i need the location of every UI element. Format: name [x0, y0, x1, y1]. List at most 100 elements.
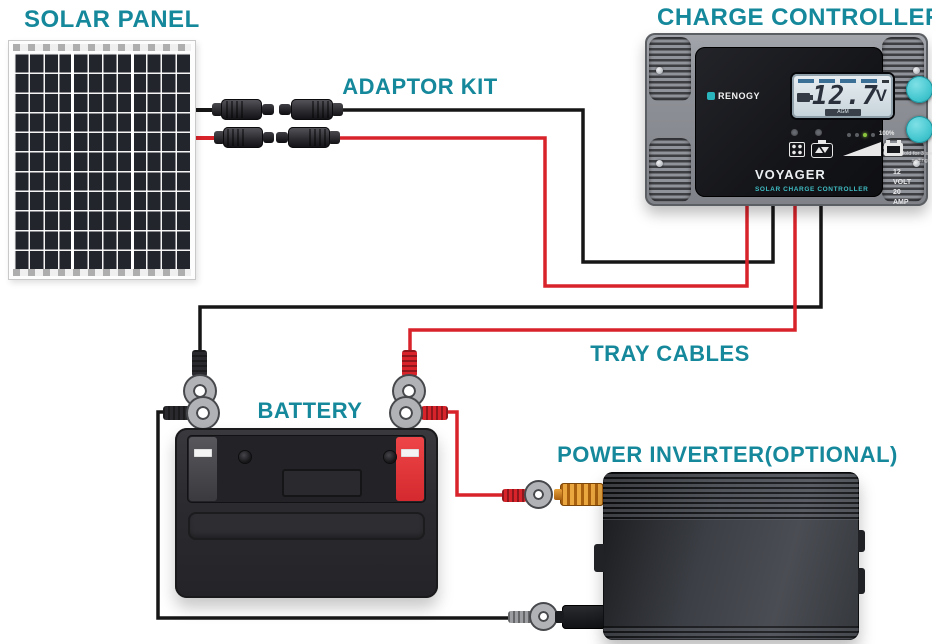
renogy-wordmark: RENOGY: [718, 91, 761, 101]
button-hint-text: Hold for 3 sec for settings: [900, 151, 932, 164]
positive-ring-terminal-sleeve: [402, 350, 417, 377]
battery-top-face: [187, 435, 426, 503]
battery-charging-icon: [811, 140, 833, 158]
renogy-logo-icon: [707, 92, 715, 100]
mc4-connector-negative-controller-side: [279, 99, 343, 120]
lcd-segment-bar: [861, 79, 877, 83]
tray-cable-positive-to-battery: [408, 205, 797, 356]
power-inverter-label: POWER INVERTER(OPTIONAL): [557, 442, 898, 467]
inverter-side-tab: [858, 530, 865, 552]
mc4-coupler-nose: [279, 103, 292, 116]
renogy-logo: RENOGY: [707, 91, 760, 101]
panel-top-label-strip: [13, 44, 191, 51]
negative-ring-terminal-sleeve: [192, 350, 207, 377]
mc4-coupler-nose: [262, 103, 274, 116]
mc4-body: [221, 99, 263, 120]
mounting-screw: [913, 67, 920, 74]
inverter-positive-post: [554, 483, 604, 506]
charge-controller-label: CHARGE CONTROLLER: [657, 4, 932, 31]
mc4-cable-gland: [328, 130, 340, 145]
terminal-stripe: [401, 449, 419, 457]
mc4-grip-ribs: [225, 100, 245, 119]
mc4-grip-ribs: [227, 128, 246, 147]
inverter-negative-ring-terminal: [531, 604, 556, 629]
heatsink-fin: [649, 138, 691, 202]
lcd-segment-tick: [882, 80, 889, 83]
mc4-connector-positive-controller-side: [276, 127, 340, 148]
battery-screw: [239, 451, 251, 463]
mc4-cable-gland: [212, 102, 224, 117]
mc4-connector-negative-panel-side: [212, 99, 274, 120]
power-inverter: [594, 472, 865, 640]
inverter-side-tab: [858, 568, 865, 594]
battery-icon-inner: [887, 146, 900, 153]
charge-ramp-icon: [843, 142, 881, 156]
mc4-grip-ribs: [306, 128, 326, 147]
battery-negative-terminal: [189, 437, 217, 501]
mc4-cable-gland: [331, 102, 343, 117]
battery-label: BATTERY: [257, 398, 363, 423]
inverter-negative-ring-sleeve: [508, 611, 533, 623]
adaptor-kit-label: ADAPTOR KIT: [342, 74, 498, 99]
lcd-battery-icon: [797, 93, 813, 102]
controller-subtitle: SOLAR CHARGE CONTROLLER: [755, 186, 869, 193]
soc-dot: [855, 133, 859, 137]
inverter-positive-ring-sleeve: [502, 489, 527, 502]
controller-front-panel: RENOGY 12.7 V AGM Hold for 3 sec for set…: [695, 47, 932, 206]
inverter-heatsink-ribs-top: [603, 472, 859, 520]
soc-dot-active: [863, 133, 867, 137]
panel-bottom-label-strip: [13, 269, 191, 276]
mounting-screw: [656, 160, 663, 167]
mc4-coupler-nose: [276, 131, 289, 144]
mc4-grip-ribs: [309, 100, 329, 119]
panel-cell-grid: [14, 53, 190, 269]
charge-controller: RENOGY 12.7 V AGM Hold for 3 sec for set…: [645, 33, 932, 206]
battery-terminal-nub: [897, 140, 901, 143]
inverter-heatsink-ribs-bottom: [603, 626, 859, 640]
solar-panel: [8, 40, 196, 280]
lcd-segment-bar: [819, 79, 835, 83]
soc-percent-label: 100%: [879, 131, 895, 137]
controller-rating-amps: 20 AMP: [893, 189, 909, 206]
controller-rating: 12 VOLT 20 AMP: [893, 168, 911, 208]
mc4-coupler-nose: [262, 131, 274, 144]
charge-arrow-down: [821, 147, 829, 153]
controller-button-top: [906, 76, 932, 103]
negative-ring-terminal-sleeve: [163, 406, 190, 420]
lcd-battery-mode: AGM: [825, 109, 861, 116]
battery-screw: [384, 451, 396, 463]
pv-array-icon: [789, 142, 805, 157]
battery-terminal-nub: [886, 140, 890, 143]
battery-icon-terminal: [818, 140, 826, 143]
panel-divider-1: [71, 53, 74, 269]
battery-label-recess: [282, 469, 362, 497]
inverter-positive-ring-terminal: [526, 482, 551, 507]
mc4-connector-positive-panel-side: [214, 127, 274, 148]
controller-button-bottom: [906, 116, 932, 143]
mc4-cable-gland: [214, 130, 225, 145]
pv-status-led: [791, 129, 798, 136]
lcd-voltage-value: 12.7: [812, 81, 879, 111]
tray-cable-negative-to-battery: [198, 205, 823, 356]
inverter-side-switch: [594, 544, 604, 572]
lcd-voltage-unit: V: [875, 86, 887, 105]
lcd-segment-bar: [798, 79, 814, 83]
soc-dot: [847, 133, 851, 137]
controller-model-name: VOYAGER: [755, 167, 826, 182]
battery-handle-recess: [188, 512, 425, 540]
battery-positive-wire-to-inverter: [444, 410, 510, 497]
terminal-stripe: [194, 449, 212, 457]
negative-ring-terminal: [188, 398, 218, 428]
battery-positive-terminal: [396, 437, 424, 501]
inverter-negative-post: [555, 605, 606, 629]
lcd-segment-bar: [840, 79, 856, 83]
controller-rating-volts: 12 VOLT: [893, 169, 912, 186]
positive-ring-terminal-sleeve: [421, 406, 448, 420]
charge-arrow-up: [815, 147, 823, 153]
positive-ring-terminal: [391, 398, 421, 428]
mounting-screw: [656, 67, 663, 74]
battery-status-led: [815, 129, 822, 136]
solar-panel-label: SOLAR PANEL: [24, 6, 200, 33]
post-tip: [554, 489, 562, 500]
mc4-body: [223, 127, 263, 148]
